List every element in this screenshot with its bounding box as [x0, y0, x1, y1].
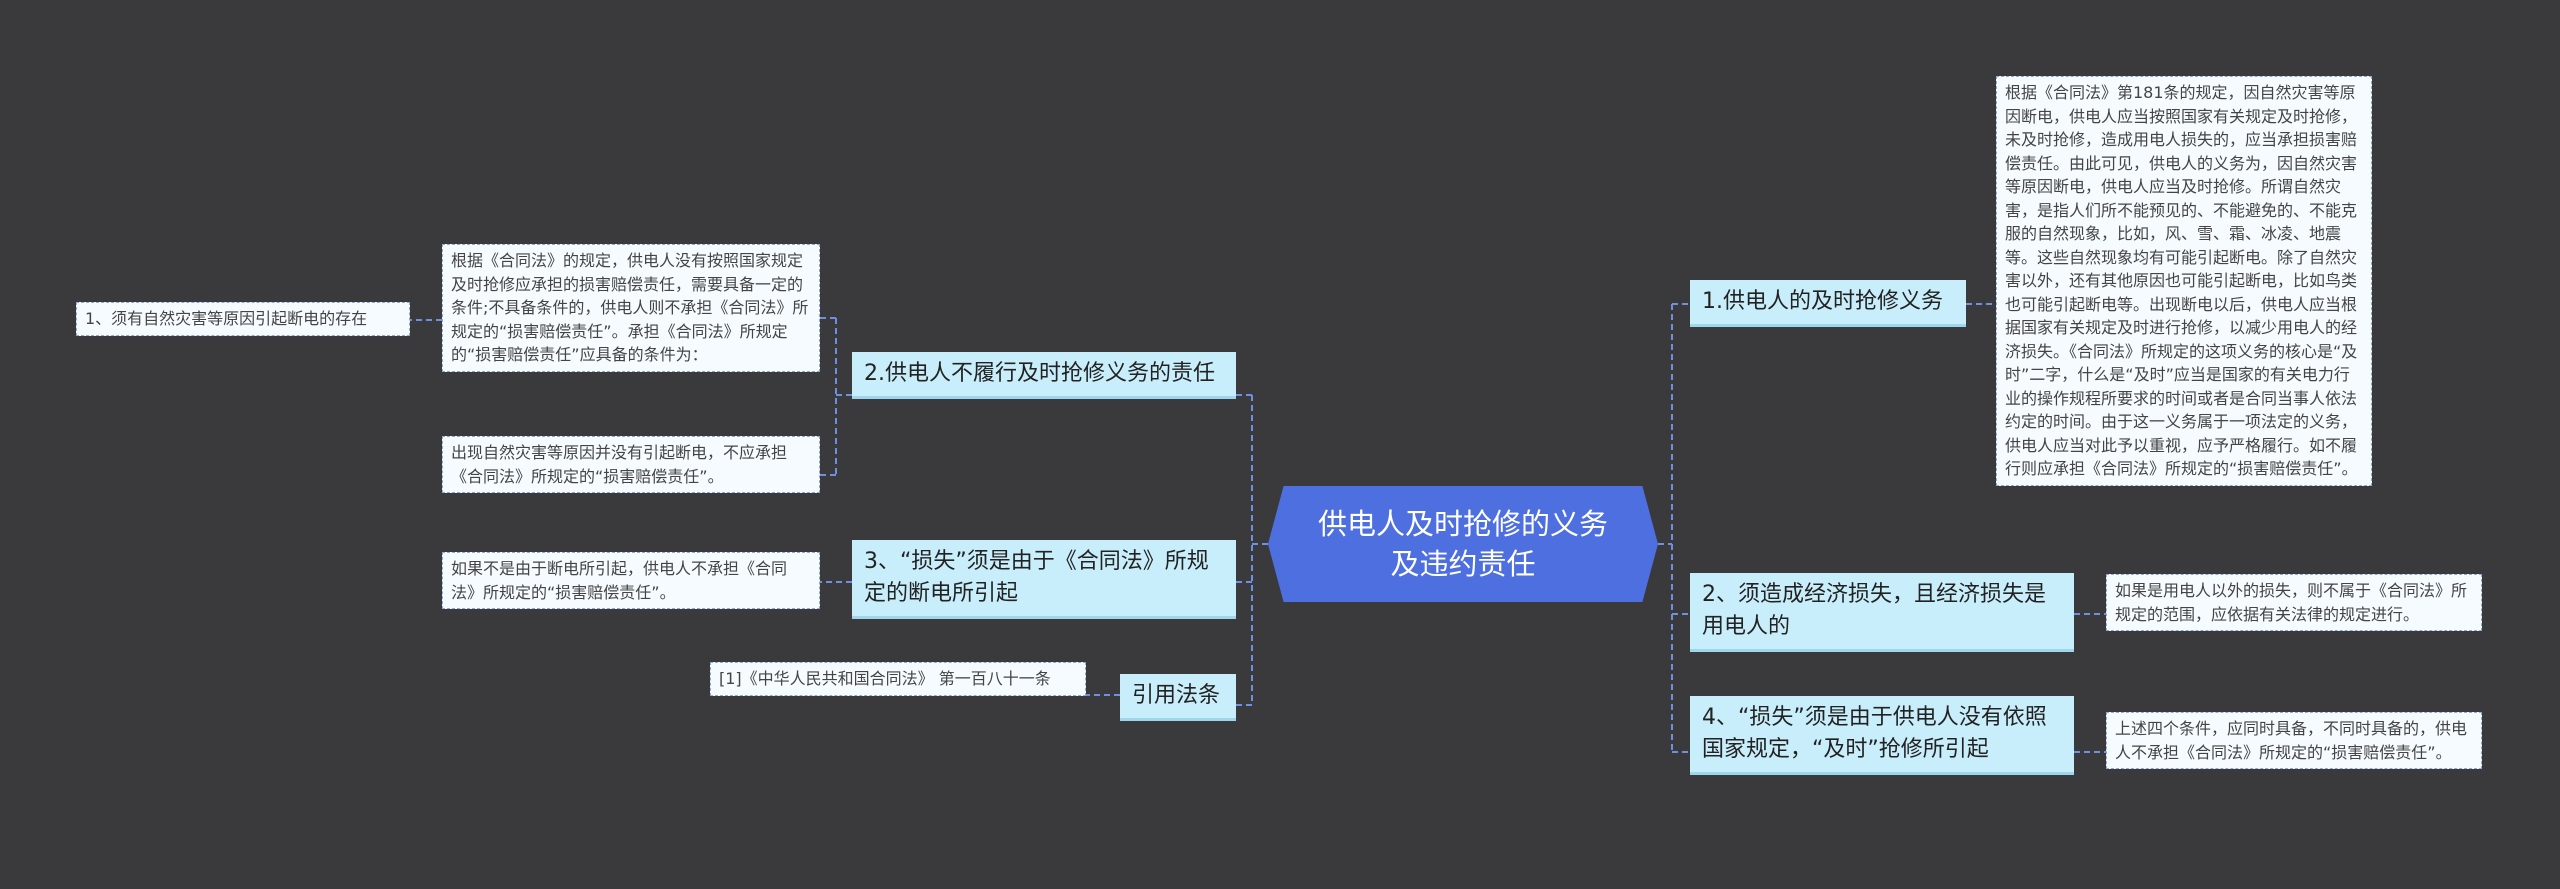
leaf-right-1-text: 根据《合同法》第181条的规定，因自然灾害等原因断电，供电人应当按照国家有关规定… [2005, 83, 2358, 478]
branch-right-2-label: 2、须造成经济损失，且经济损失是用电人的 [1702, 582, 2046, 639]
leaf-right-4-detail[interactable]: 上述四个条件，应同时具备，不同时具备的，供电人不承担《合同法》所规定的“损害赔偿… [2106, 712, 2482, 769]
leaf-left-2-no-outage-text: 出现自然灾害等原因并没有引起断电，不应承担《合同法》所规定的“损害赔偿责任”。 [451, 443, 788, 486]
branch-right-4[interactable]: 4、“损失”须是由于供电人没有依照国家规定，“及时”抢修所引起 [1690, 696, 2074, 775]
subleaf-disaster-condition-text: 1、须有自然灾害等原因引起断电的存在 [85, 309, 368, 328]
leaf-left-3-detail[interactable]: 如果不是由于断电所引起，供电人不承担《合同法》所规定的“损害赔偿责任”。 [442, 552, 820, 609]
branch-citation-label: 引用法条 [1132, 683, 1221, 708]
branch-left-2-label: 2.供电人不履行及时抢修义务的责任 [864, 361, 1215, 386]
center-topic-title: 供电人及时抢修的义务及违约责任 [1317, 507, 1608, 581]
branch-right-2[interactable]: 2、须造成经济损失，且经济损失是用电人的 [1690, 573, 2074, 652]
branch-citation[interactable]: 引用法条 [1120, 674, 1236, 721]
leaf-right-4-text: 上述四个条件，应同时具备，不同时具备的，供电人不承担《合同法》所规定的“损害赔偿… [2115, 719, 2468, 762]
edge-left-2-children [820, 317, 852, 476]
edge-center-right [1658, 303, 1690, 753]
leaf-left-2-no-outage[interactable]: 出现自然灾害等原因并没有引起断电，不应承担《合同法》所规定的“损害赔偿责任”。 [442, 436, 820, 493]
subleaf-disaster-condition[interactable]: 1、须有自然灾害等原因引起断电的存在 [76, 302, 410, 336]
leaf-left-2-conditions[interactable]: 根据《合同法》的规定，供电人没有按照国家规定及时抢修应承担的损害赔偿责任，需要具… [442, 244, 820, 372]
leaf-left-3-text: 如果不是由于断电所引起，供电人不承担《合同法》所规定的“损害赔偿责任”。 [451, 559, 788, 602]
leaf-right-2-detail[interactable]: 如果是用电人以外的损失，则不属于《合同法》所规定的范围，应依据有关法律的规定进行… [2106, 574, 2482, 631]
branch-right-1[interactable]: 1.供电人的及时抢修义务 [1690, 280, 1966, 327]
branch-left-3-label: 3、“损失”须是由于《合同法》所规定的断电所引起 [864, 549, 1209, 606]
branch-right-4-label: 4、“损失”须是由于供电人没有依照国家规定，“及时”抢修所引起 [1702, 705, 2047, 762]
leaf-right-2-text: 如果是用电人以外的损失，则不属于《合同法》所规定的范围，应依据有关法律的规定进行… [2115, 581, 2468, 624]
branch-right-1-label: 1.供电人的及时抢修义务 [1702, 289, 1943, 314]
leaf-citation[interactable]: [1]《中华人民共和国合同法》 第一百八十一条 [710, 662, 1086, 696]
edge-center-left [1236, 394, 1268, 706]
branch-left-3[interactable]: 3、“损失”须是由于《合同法》所规定的断电所引起 [852, 540, 1236, 619]
branch-left-2[interactable]: 2.供电人不履行及时抢修义务的责任 [852, 352, 1236, 399]
leaf-left-2-conditions-text: 根据《合同法》的规定，供电人没有按照国家规定及时抢修应承担的损害赔偿责任，需要具… [451, 251, 809, 364]
leaf-citation-text: [1]《中华人民共和国合同法》 第一百八十一条 [719, 669, 1051, 688]
center-topic[interactable]: 供电人及时抢修的义务及违约责任 [1268, 486, 1658, 602]
leaf-right-1-detail[interactable]: 根据《合同法》第181条的规定，因自然灾害等原因断电，供电人应当按照国家有关规定… [1996, 76, 2372, 486]
